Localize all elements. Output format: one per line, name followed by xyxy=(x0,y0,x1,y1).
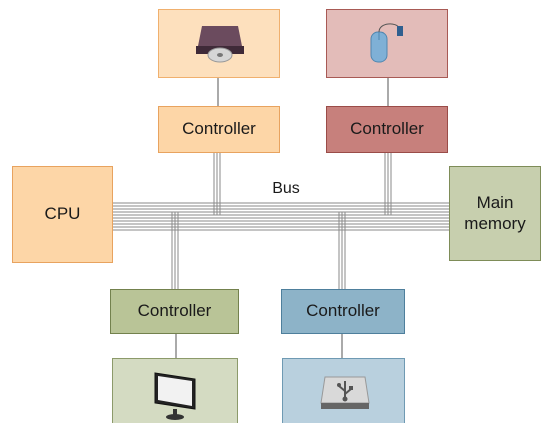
controller-top-left: Controller xyxy=(158,106,280,153)
bus-label: Bus xyxy=(272,180,300,197)
monitor-device xyxy=(112,358,238,423)
mouse-device xyxy=(326,9,448,78)
controller-bottom-left: Controller xyxy=(110,289,239,334)
memory-label-line1: Main xyxy=(476,193,514,213)
optical-drive-icon xyxy=(196,26,244,63)
memory-label-line2: memory xyxy=(464,213,526,233)
usb-drive-device xyxy=(282,358,405,423)
controller-top-right: Controller xyxy=(326,106,448,153)
mouse-icon xyxy=(370,23,403,63)
main-memory-box: Main memory xyxy=(449,166,541,261)
optical-drive-device xyxy=(158,9,280,78)
monitor-icon xyxy=(154,372,196,420)
cpu-box: CPU xyxy=(12,166,113,263)
controller-bottom-right: Controller xyxy=(281,289,405,334)
usb-drive-icon xyxy=(320,376,370,409)
